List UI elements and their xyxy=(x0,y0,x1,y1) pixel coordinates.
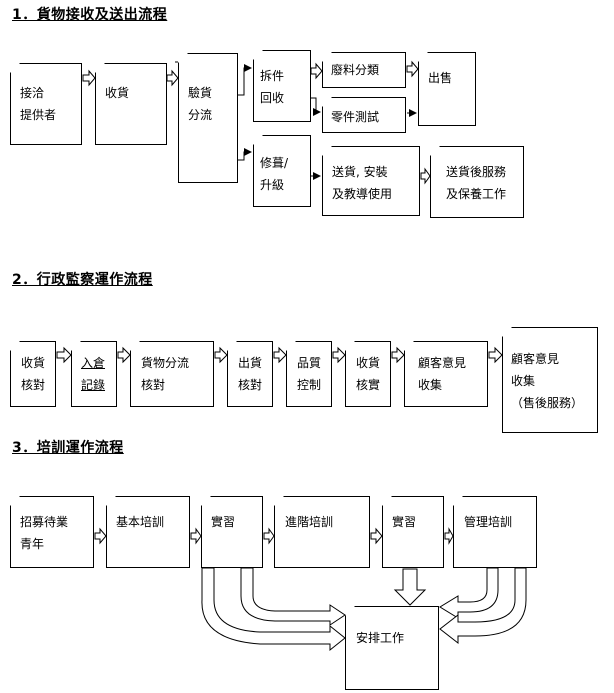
block-arrow xyxy=(444,527,454,545)
box-recruit-youth: 招募待業青年 xyxy=(10,496,94,568)
box-label: 收貨 xyxy=(105,86,130,100)
box-receive-check: 收貨核對 xyxy=(10,341,56,407)
box-receive-goods: 收貨 xyxy=(95,63,167,145)
box-label: 管理培訓 xyxy=(464,515,513,529)
box-sale: 出售 xyxy=(418,52,476,126)
block-arrow xyxy=(391,346,405,364)
box-label: 修葺/升級 xyxy=(260,156,289,192)
box-label: 零件測試 xyxy=(331,110,380,124)
box-warehouse-record: 入倉記錄 xyxy=(71,341,117,407)
block-arrow xyxy=(82,69,96,87)
block-arrow-down xyxy=(393,568,427,606)
box-inspect-sort: 驗貨分流 xyxy=(178,53,238,183)
box-advanced-training: 進階培訓 xyxy=(274,496,370,568)
box-label: 廢料分類 xyxy=(331,63,380,77)
block-arrow xyxy=(406,60,419,78)
box-label: 進階培訓 xyxy=(285,515,334,529)
block-arrow xyxy=(263,527,275,545)
box-label: 出售 xyxy=(428,71,453,85)
box-label: 實習 xyxy=(392,515,417,529)
box-internship-2: 實習 xyxy=(382,496,444,568)
section-title-goods-flow: 1．貨物接收及送出流程 xyxy=(12,7,168,23)
block-arrow xyxy=(420,167,431,185)
box-outbound-check: 出貨核對 xyxy=(227,341,273,407)
box-label: 收貨核對 xyxy=(21,356,46,392)
box-internship-1: 實習 xyxy=(201,496,263,568)
curved-block-arrow-left-outer xyxy=(201,567,346,652)
connector-line xyxy=(311,97,321,116)
box-label: 貨物分流核對 xyxy=(141,356,190,392)
connector-line xyxy=(238,64,252,96)
block-arrow xyxy=(273,346,287,364)
block-arrow xyxy=(332,346,346,364)
box-label: 接洽提供者 xyxy=(20,86,57,122)
box-sorting-check: 貨物分流核對 xyxy=(130,341,214,407)
box-customer-feedback: 顧客意見收集 xyxy=(404,341,488,407)
box-job-placement: 安排工作 xyxy=(345,606,439,690)
box-label: 驗貨分流 xyxy=(188,86,213,122)
block-arrow xyxy=(56,346,72,364)
box-label: 顧客意見收集 xyxy=(418,356,467,392)
box-quality-control: 品質控制 xyxy=(286,341,332,407)
box-label: 出貨核對 xyxy=(238,356,263,392)
block-arrow xyxy=(166,69,179,87)
box-label: 顧客意見收集（售後服務） xyxy=(511,352,584,410)
box-label: 品質控制 xyxy=(297,356,322,392)
block-arrow xyxy=(94,527,107,545)
box-management-training: 管理培訓 xyxy=(453,496,537,568)
block-arrow xyxy=(214,346,228,364)
box-label: 拆件回收 xyxy=(260,69,285,105)
box-label: 安排工作 xyxy=(356,631,405,645)
box-label: 送貨後服務及保養工作 xyxy=(446,165,507,201)
box-waste-sorting: 廢料分類 xyxy=(322,52,406,88)
curved-block-arrow-right xyxy=(439,567,499,619)
block-arrow xyxy=(190,527,202,545)
box-aftersales-maintenance: 送貨後服務及保養工作 xyxy=(430,146,524,218)
section-title-admin-flow: 2．行政監察運作流程 xyxy=(12,272,153,288)
box-label: 入倉記錄 xyxy=(81,356,106,392)
box-label: 基本培訓 xyxy=(116,515,165,529)
box-contact-provider: 接洽提供者 xyxy=(10,63,82,145)
box-dismantle-recycle: 拆件回收 xyxy=(253,50,311,122)
box-label: 招募待業青年 xyxy=(20,515,69,551)
box-repair-upgrade: 修葺/升級 xyxy=(253,135,311,207)
block-arrow xyxy=(488,346,503,364)
block-arrow xyxy=(370,527,383,545)
box-customer-feedback-aftersales: 顧客意見收集（售後服務） xyxy=(502,327,598,433)
curved-block-arrow-left-inner xyxy=(240,567,346,626)
section-title-training-flow: 3．培訓運作流程 xyxy=(12,440,124,456)
box-receive-verify: 收貨核實 xyxy=(345,341,391,407)
box-basic-training: 基本培訓 xyxy=(106,496,190,568)
block-arrow xyxy=(117,346,131,364)
curved-block-arrow-right-outer xyxy=(439,567,527,645)
box-label: 收貨核實 xyxy=(356,356,381,392)
box-parts-testing: 零件測試 xyxy=(322,97,406,133)
connector-line xyxy=(238,148,252,161)
box-label: 送貨, 安裝及教導使用 xyxy=(332,165,393,201)
box-label: 實習 xyxy=(211,515,236,529)
block-arrow xyxy=(310,62,323,80)
box-delivery-install: 送貨, 安裝及教導使用 xyxy=(322,146,420,216)
